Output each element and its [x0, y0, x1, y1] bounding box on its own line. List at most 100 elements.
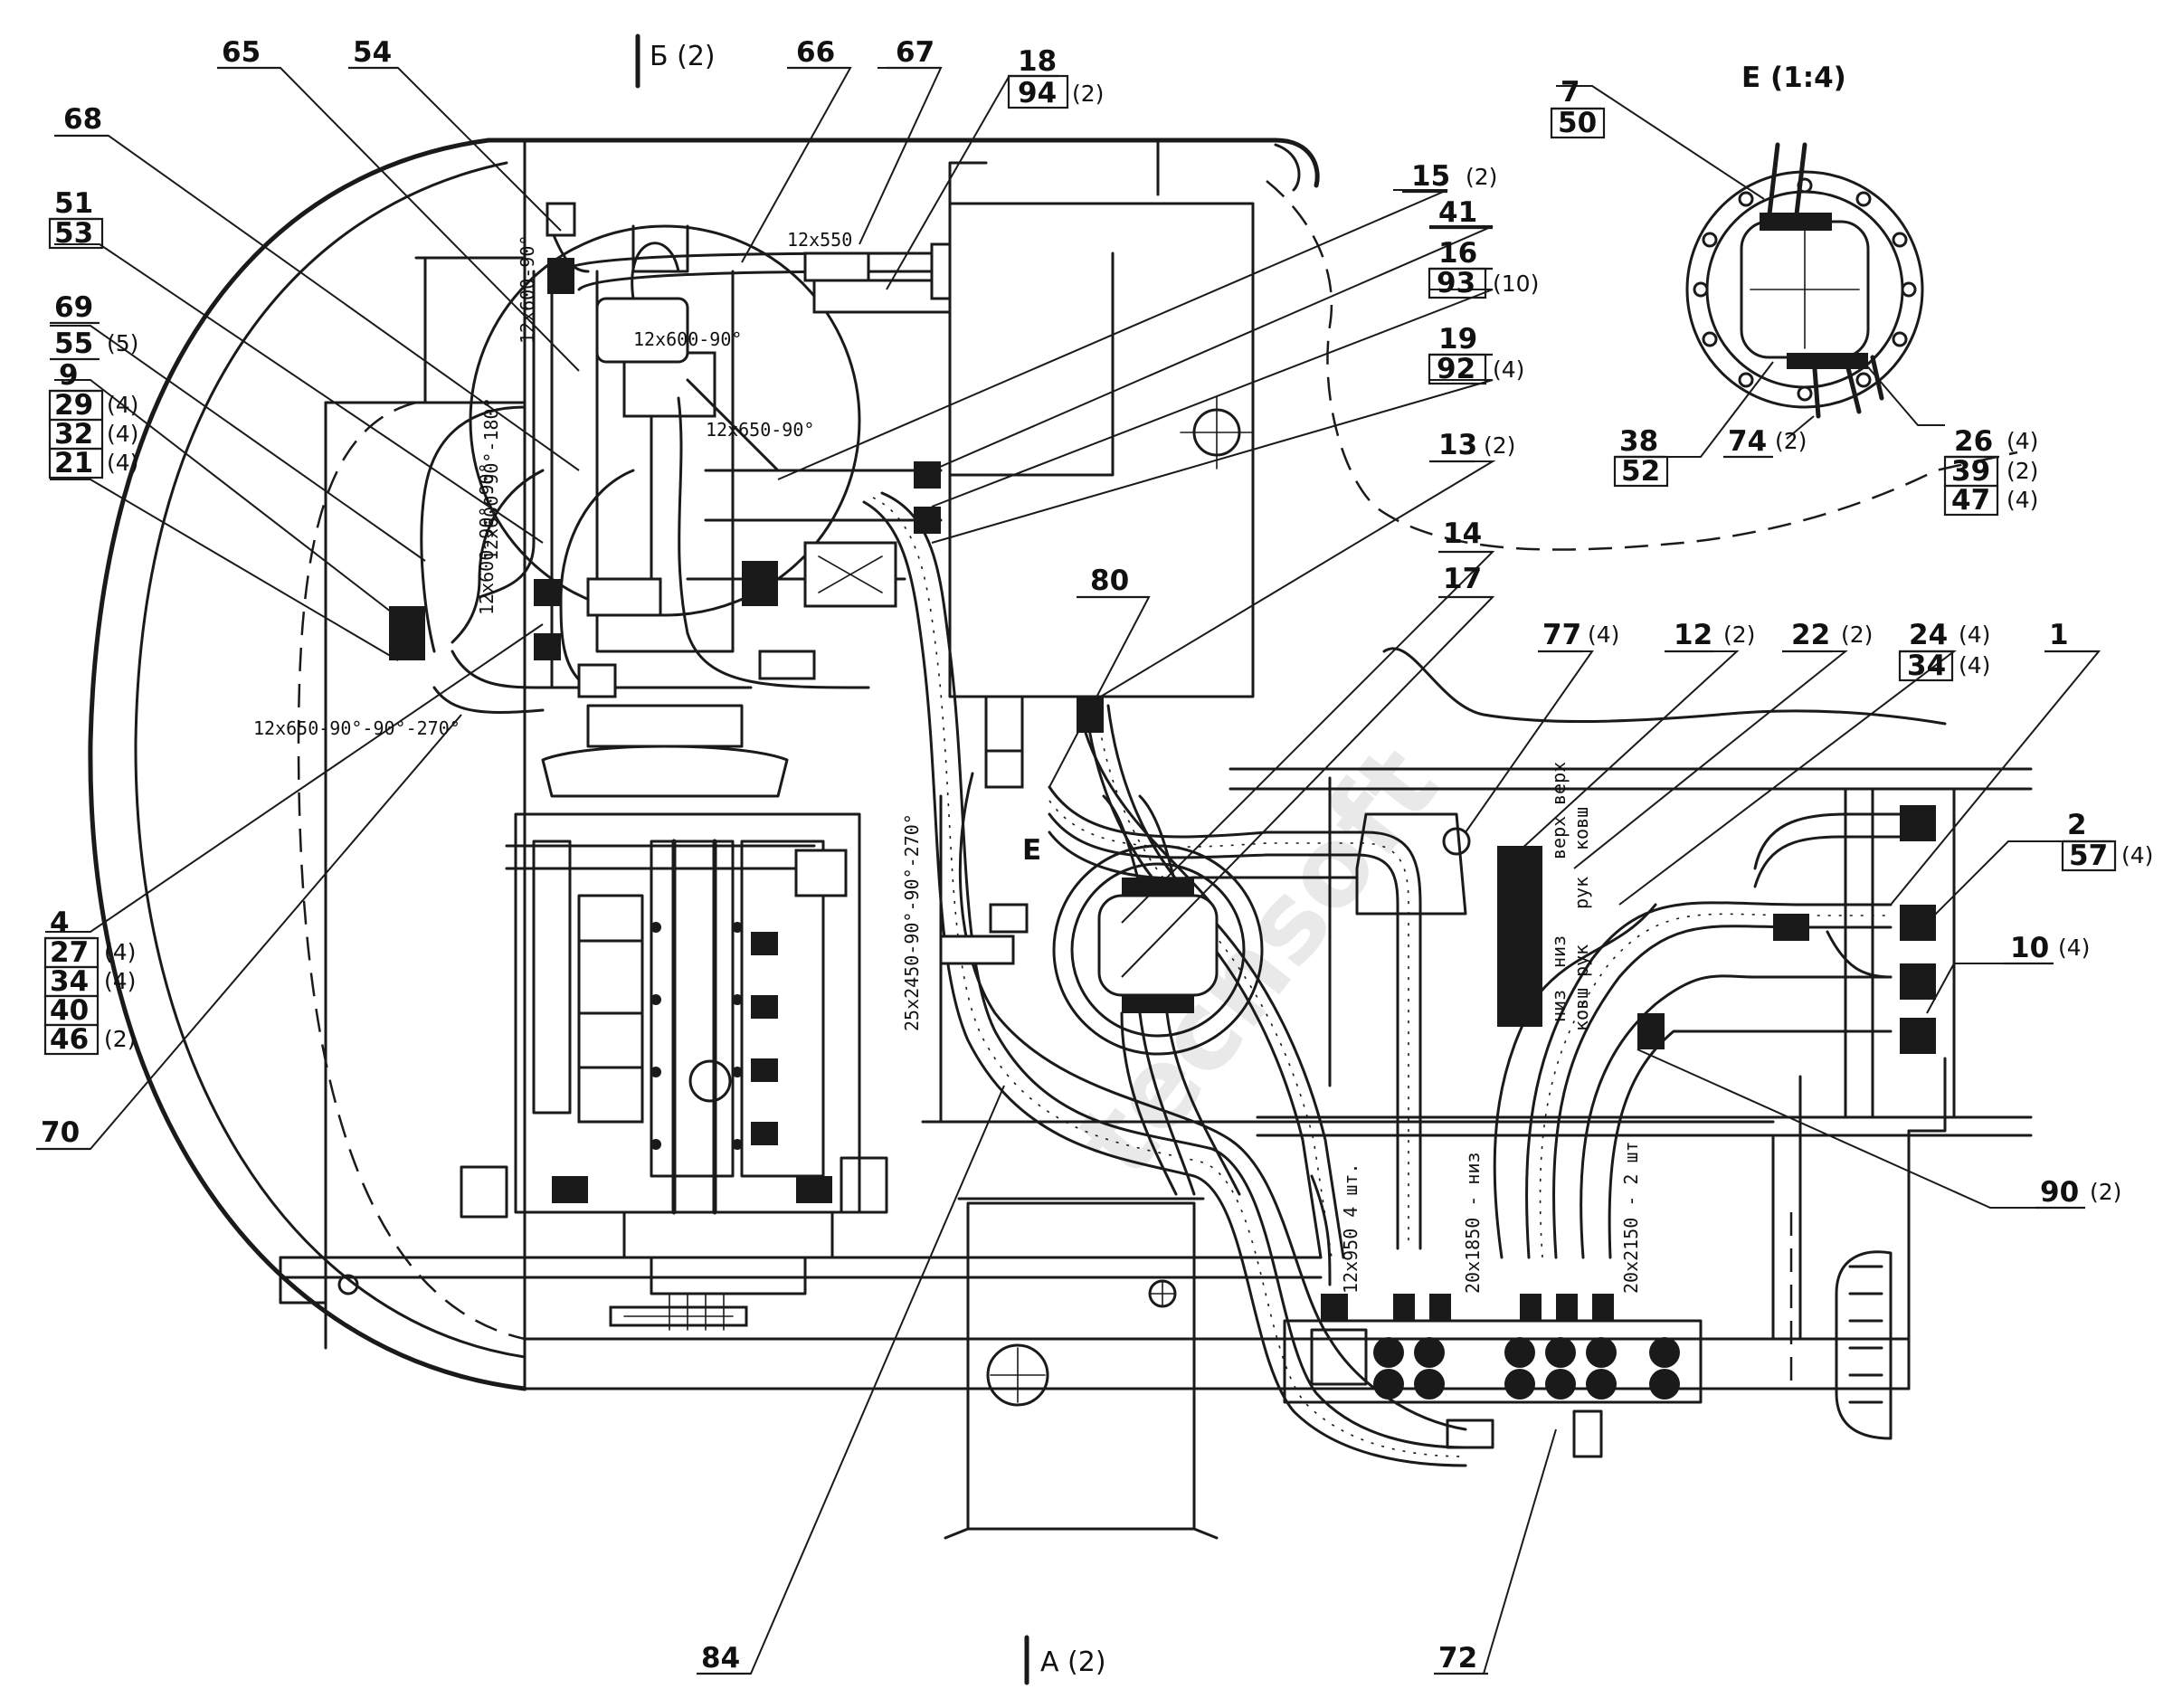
qty-55: (5): [107, 330, 138, 356]
dim-12x600-90-180: 12x600-90°-180°: [480, 397, 502, 561]
qty-27: (4): [104, 939, 136, 965]
detail-e: [1685, 142, 1924, 419]
valve-label-niz-1: низ: [1548, 990, 1570, 1022]
callout-21: 21: [54, 447, 93, 479]
valve-text: низ низ ковш рук верх верх рук ковш: [1548, 762, 1592, 1031]
dim-12x600-90-a: 12x600-90°: [633, 328, 742, 350]
callout-77: 77: [1542, 619, 1581, 651]
callout-93: 93: [1437, 267, 1475, 299]
callout-94: 94: [1018, 77, 1057, 109]
callout-29: 29: [54, 389, 93, 422]
callout-92: 92: [1437, 353, 1475, 385]
dimension-labels: 12x550 12x600-90° 12x600-90° 12x650-90° …: [253, 229, 1642, 1294]
callout-84: 84: [701, 1642, 740, 1675]
dim-12x950: 12x950 4 шт.: [1340, 1163, 1361, 1295]
callout-80: 80: [1090, 565, 1129, 597]
qty-26: (4): [2006, 428, 2038, 454]
callout-15: 15: [1411, 160, 1450, 193]
qty-93: (10): [1493, 270, 1539, 297]
qty-94: (2): [1072, 81, 1104, 107]
qty-77: (4): [1588, 622, 1619, 648]
callout-52: 52: [1621, 455, 1660, 488]
section-marks: Б (2) А (2) Е (1:4) Е: [635, 33, 1846, 1685]
frame-outline: [88, 138, 2033, 1540]
dim-12x550: 12x550: [787, 229, 852, 251]
section-b-label: Б (2): [650, 41, 716, 72]
dim-12x650-90: 12x650-90°: [706, 419, 814, 441]
qty-32: (4): [107, 421, 138, 447]
callout-24: 24: [1909, 619, 1948, 651]
callout-40: 40: [50, 994, 89, 1027]
swing-hub: [469, 224, 861, 798]
valve-label-verkh-2: верх: [1548, 762, 1570, 805]
dim-25x2450: 25x2450-90°-90°-270°: [901, 813, 923, 1031]
callout-32: 32: [54, 418, 93, 451]
qty-10: (4): [2058, 935, 2090, 961]
dim-12x600-90-90: 12x600-90°-90°: [476, 462, 498, 615]
qty-29: (4): [107, 392, 138, 418]
pump-unit: [460, 812, 888, 1331]
callout-38: 38: [1619, 425, 1658, 458]
callout-50: 50: [1558, 107, 1597, 139]
callout-4: 4: [50, 906, 70, 939]
qty-39: (2): [2006, 458, 2038, 484]
view-e-mark: Е: [1022, 834, 1041, 867]
callout-39: 39: [1951, 455, 1990, 488]
fittings: [389, 202, 1936, 1458]
qty-74: (2): [1775, 428, 1807, 454]
qty-92: (4): [1493, 356, 1524, 383]
callout-19: 19: [1438, 323, 1477, 356]
callout-34-right: 34: [1907, 650, 1946, 682]
qty-12: (2): [1723, 622, 1755, 648]
valve-label-kovsh-1: ковш: [1570, 988, 1592, 1031]
qty-46: (2): [104, 1026, 136, 1052]
qty-13: (2): [1484, 432, 1515, 459]
callout-72: 72: [1438, 1642, 1477, 1675]
qty-57: (4): [2121, 842, 2153, 868]
callout-14: 14: [1443, 517, 1482, 550]
callout-68: 68: [63, 103, 102, 136]
valve-label-verkh-1: верх: [1548, 816, 1570, 859]
callout-2: 2: [2067, 809, 2087, 841]
callout-90: 90: [2040, 1176, 2079, 1209]
callout-16: 16: [1438, 237, 1477, 270]
callout-26: 26: [1954, 425, 1993, 458]
callout-22: 22: [1791, 619, 1830, 651]
callout-1: 1: [2049, 619, 2069, 651]
callout-54: 54: [353, 36, 392, 69]
qty-22: (2): [1841, 622, 1873, 648]
callout-labels: 65 54 66 67 18 94 (2) 68 51 53 69 55 (5)…: [36, 36, 2153, 1675]
callout-65: 65: [222, 36, 261, 69]
valve-label-niz-2: низ: [1548, 935, 1570, 968]
valve-label-kovsh-2: ковш: [1570, 807, 1592, 850]
qty-90: (2): [2090, 1179, 2121, 1205]
callout-10: 10: [2010, 932, 2049, 964]
callout-55: 55: [54, 327, 93, 360]
section-a-label: А (2): [1040, 1646, 1106, 1678]
callout-57: 57: [2069, 840, 2108, 872]
callout-27: 27: [50, 936, 89, 969]
callout-66: 66: [796, 36, 835, 69]
dim-20x1850: 20x1850 - низ: [1462, 1152, 1484, 1294]
callout-34-left: 34: [50, 965, 89, 998]
qty-15: (2): [1466, 164, 1497, 190]
callout-18: 18: [1018, 45, 1057, 78]
qty-24: (4): [1959, 622, 1990, 648]
callout-51: 51: [54, 187, 93, 220]
callout-74: 74: [1728, 425, 1767, 458]
callout-7: 7: [1561, 76, 1580, 109]
callout-17: 17: [1443, 563, 1482, 595]
callout-70: 70: [41, 1116, 80, 1149]
valve-label-ruk-2: рук: [1570, 877, 1592, 909]
qty-34-left: (4): [104, 968, 136, 994]
callout-69: 69: [54, 291, 93, 324]
valve-label-ruk-1: рук: [1570, 944, 1592, 977]
detail-e-title: Е (1:4): [1741, 62, 1846, 94]
callout-13: 13: [1438, 429, 1477, 461]
qty-21: (4): [107, 450, 138, 476]
dim-20x2150: 20x2150 - 2 шт: [1620, 1141, 1642, 1294]
callout-47: 47: [1951, 484, 1990, 517]
qty-34-right: (4): [1959, 652, 1990, 678]
callout-46: 46: [50, 1023, 89, 1056]
